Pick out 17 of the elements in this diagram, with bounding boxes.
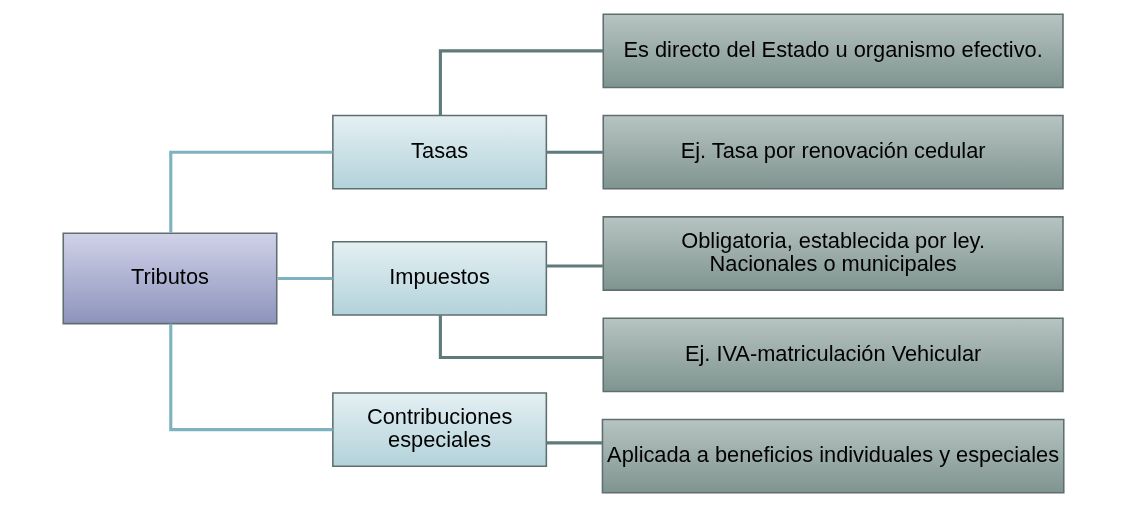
connector xyxy=(546,150,603,154)
node-box: Es directo del Estado u organismo efectivo. xyxy=(602,13,1064,89)
node-box: Obligatoria, establecida por ley. Nacionales o municipales xyxy=(602,216,1064,291)
connector xyxy=(546,264,603,268)
node-box: Tasas xyxy=(332,114,548,190)
connector xyxy=(169,150,333,233)
connector xyxy=(169,323,333,432)
node-box: Aplicada a beneficios individuales y especiales xyxy=(601,418,1065,494)
node-box: Impuestos xyxy=(332,241,548,316)
node-box: Contribuciones especiales xyxy=(332,392,548,467)
connector xyxy=(277,276,333,280)
node-box: Ej. Tasa por renovación cedular xyxy=(602,114,1064,190)
connector xyxy=(438,49,603,116)
connector xyxy=(546,441,603,445)
node-box: Ej. IVA-matriculación Vehicular xyxy=(602,317,1064,393)
node-box: Tributos xyxy=(62,232,278,325)
connector xyxy=(438,315,603,360)
